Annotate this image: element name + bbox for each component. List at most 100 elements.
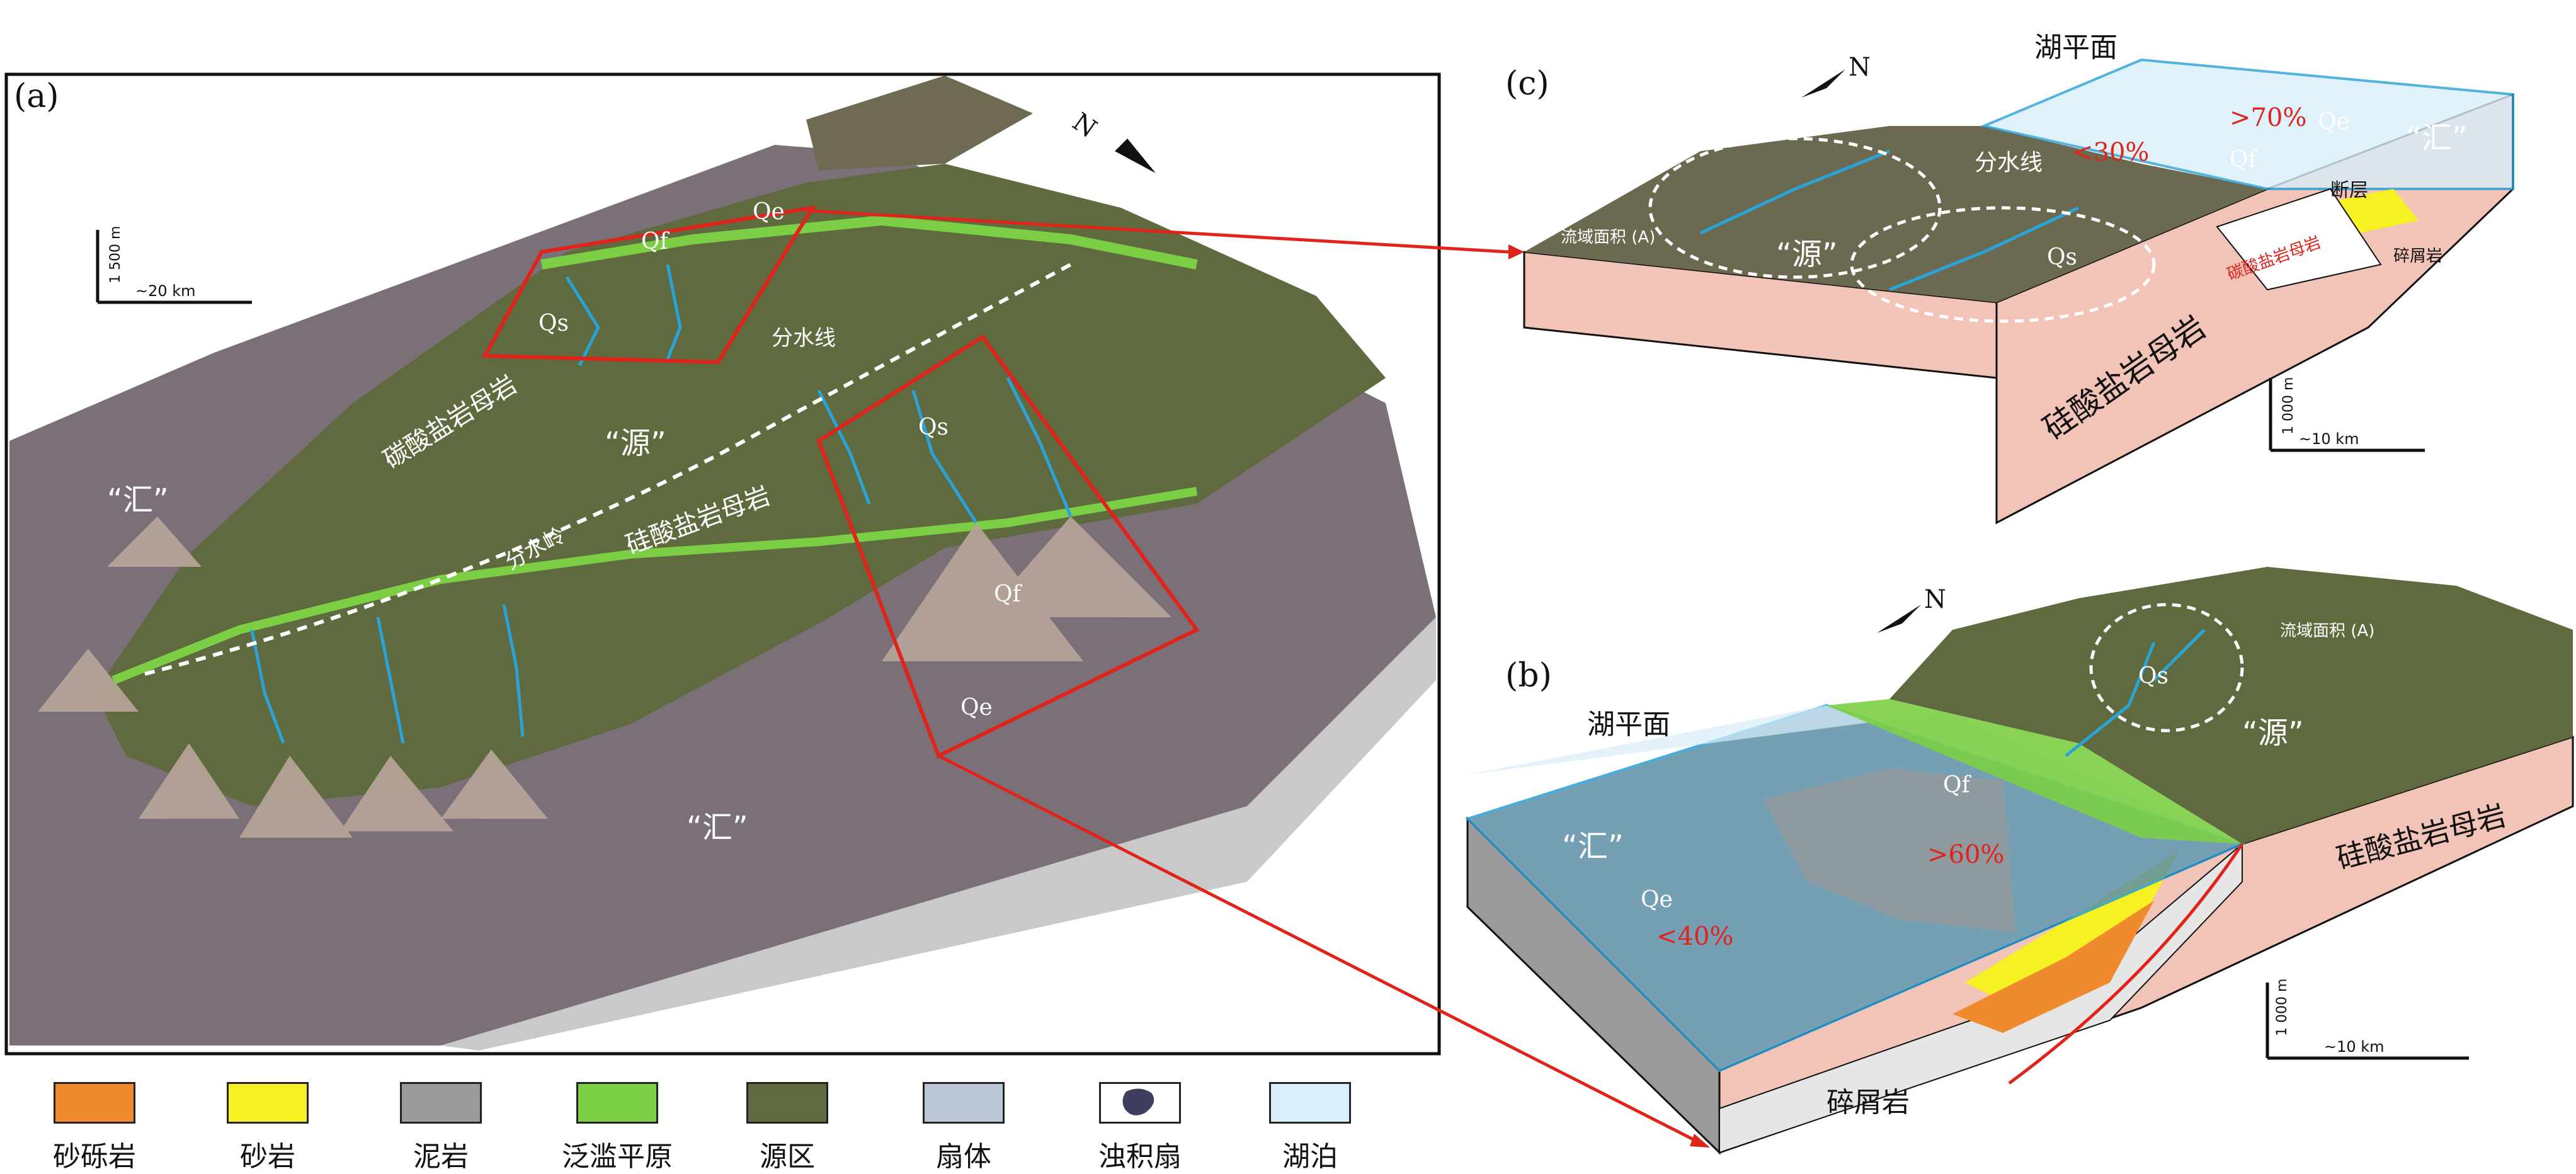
panel-c: (c) N 湖平面 >70% Qe <30% Qf Qs “汇” “源” 分水线… xyxy=(1505,31,2514,525)
qf-right-a: Qf xyxy=(994,581,1023,607)
legend-label-sandstone: 砂岩 xyxy=(240,1141,295,1173)
c-catchment-2 xyxy=(1850,206,2156,323)
panel-a-frame xyxy=(4,72,1441,1056)
scale-bar-c xyxy=(2269,378,2425,452)
c-catchment-1 xyxy=(1648,137,1942,279)
pct-qe-b: <40% xyxy=(1656,922,1733,951)
scale-horizontal-c: ~10 km xyxy=(2299,430,2359,448)
qf-b: Qf xyxy=(1943,772,1972,798)
b-conglomerate-wedge xyxy=(1952,901,2154,1033)
source-b: “源” xyxy=(2242,715,2304,751)
source-mountain xyxy=(94,164,1386,806)
b-fan-body xyxy=(1764,768,2015,932)
legend-swatch-turbidite-fan xyxy=(1099,1082,1181,1124)
panel-a: (a) N 1 500 m ~20 km “汇” “汇” “源” 碳酸盐岩母岩 … xyxy=(4,72,1710,1148)
legend-swatch-conglomerate xyxy=(54,1082,135,1124)
legend-item-floodplain: 泛滥平原 xyxy=(542,1064,680,1173)
c-lake-box xyxy=(1980,58,2514,190)
legend-swatch-source-area xyxy=(746,1082,828,1124)
clastic-b: 碎屑岩 xyxy=(1827,1086,1910,1119)
basin-side xyxy=(441,617,1436,1051)
north-arrow-c xyxy=(1801,69,1845,98)
legend-label-conglomerate: 砂砾岩 xyxy=(53,1141,136,1173)
sink-label-a2: “汇” xyxy=(687,810,748,845)
b-catchment xyxy=(2089,603,2244,732)
watershed-line-c: 分水线 xyxy=(1975,150,2043,176)
sink-c: “汇” xyxy=(2406,120,2468,156)
north-arrow-b xyxy=(1877,605,1921,633)
legend-label-source-area: 源区 xyxy=(760,1141,815,1173)
c-terrain xyxy=(1524,126,2267,302)
legend-item-sandstone: 砂岩 xyxy=(192,1064,331,1173)
panel-c-label: (c) xyxy=(1505,65,1549,103)
source-c: “源” xyxy=(1776,237,1838,272)
qf-c: Qf xyxy=(2230,147,2259,173)
floodplain-upper xyxy=(540,215,1198,270)
b-lake-top xyxy=(1468,705,2242,844)
frame-c-outline xyxy=(482,205,816,365)
legend-item-source-area: 源区 xyxy=(712,1064,850,1173)
legend-label-fan: 扇体 xyxy=(936,1141,991,1173)
pct-qe-c: >70% xyxy=(2230,103,2306,132)
legend-swatch-lake xyxy=(1269,1082,1351,1124)
legend-swatch-sandstone xyxy=(227,1082,309,1124)
lake-level-b: 湖平面 xyxy=(1587,709,1670,741)
river-network xyxy=(250,264,1073,744)
mountain-peak xyxy=(806,76,1033,170)
watershed-line-label-a: 分水线 xyxy=(772,326,836,351)
frame-b-outline xyxy=(816,334,1200,759)
sink-b: “汇” xyxy=(1562,829,1624,864)
qe-b: Qe xyxy=(1641,887,1673,913)
qe-top-a: Qe xyxy=(753,199,785,225)
connector-to-b xyxy=(937,754,1702,1145)
legend-swatch-mudstone xyxy=(400,1082,482,1124)
scale-vertical-b: 1 000 m xyxy=(2274,979,2290,1036)
qf-top-a: Qf xyxy=(641,229,670,254)
turbidite-fan-icon xyxy=(1122,1088,1154,1115)
connector-to-c xyxy=(812,209,1509,254)
north-label-b: N xyxy=(1924,585,1946,614)
qe-bottom-a: Qe xyxy=(960,695,993,721)
fault-c: 断层 xyxy=(2330,180,2368,202)
b-rivers xyxy=(2065,629,2206,757)
legend-label-turbidite-fan: 浊积扇 xyxy=(1098,1141,1182,1173)
north-label-c: N xyxy=(1849,53,1871,82)
b-floodplain xyxy=(1827,699,2242,844)
scale-bar-a xyxy=(96,230,252,304)
north-label-a: N xyxy=(1067,108,1102,144)
connector-to-c-arrow xyxy=(1508,244,1524,259)
b-fault-line xyxy=(2008,843,2244,1085)
legend-item-turbidite-fan: 浊积扇 xyxy=(1064,1064,1203,1173)
source-label-a: “源” xyxy=(605,426,666,461)
legend-item-fan: 扇体 xyxy=(888,1064,1027,1173)
qe-c: Qe xyxy=(2318,109,2350,135)
scale-horizontal-a: ~20 km xyxy=(135,282,196,300)
legend-label-floodplain: 泛滥平原 xyxy=(562,1141,673,1173)
panel-b-label: (b) xyxy=(1505,657,1552,695)
legend-swatch-fan xyxy=(923,1082,1005,1124)
c-rivers xyxy=(1699,149,2080,292)
c-carbonate-hatch xyxy=(2216,188,2382,291)
legend-item-conglomerate: 砂砾岩 xyxy=(19,1064,157,1173)
legend-label-lake: 湖泊 xyxy=(1282,1141,1338,1173)
floodplain-lower xyxy=(111,487,1198,685)
legend-item-lake: 湖泊 xyxy=(1234,1064,1373,1173)
panel-a-label: (a) xyxy=(14,77,59,115)
b-source-terrain xyxy=(1889,567,2573,844)
clastic-c: 碎屑岩 xyxy=(2393,247,2442,266)
pct-qf-c: <30% xyxy=(2072,138,2149,167)
scale-vertical-a: 1 500 m xyxy=(108,226,123,283)
panel-b: (b) N 湖平面 “汇” “源” 流域面积 (A) Qs Qf Qe >60%… xyxy=(1465,567,2574,1155)
legend: 砂砾岩 砂岩 泥岩 泛滥平原 源区 扇体 浊积扇 湖泊 xyxy=(0,1064,2576,1173)
pct-qf-b: >60% xyxy=(1927,840,2004,869)
qs-c: Qs xyxy=(2047,244,2077,270)
legend-swatch-floodplain xyxy=(576,1082,658,1124)
scale-horizontal-b: ~10 km xyxy=(2324,1038,2385,1056)
north-arrow-a xyxy=(1115,139,1156,173)
qs-right-a: Qs xyxy=(918,414,949,440)
scale-bar-b xyxy=(2265,983,2469,1060)
alluvial-fans xyxy=(38,516,1171,838)
catchment-c: 流域面积 (A) xyxy=(1561,228,1655,247)
scale-vertical-c: 1 000 m xyxy=(2281,377,2296,435)
